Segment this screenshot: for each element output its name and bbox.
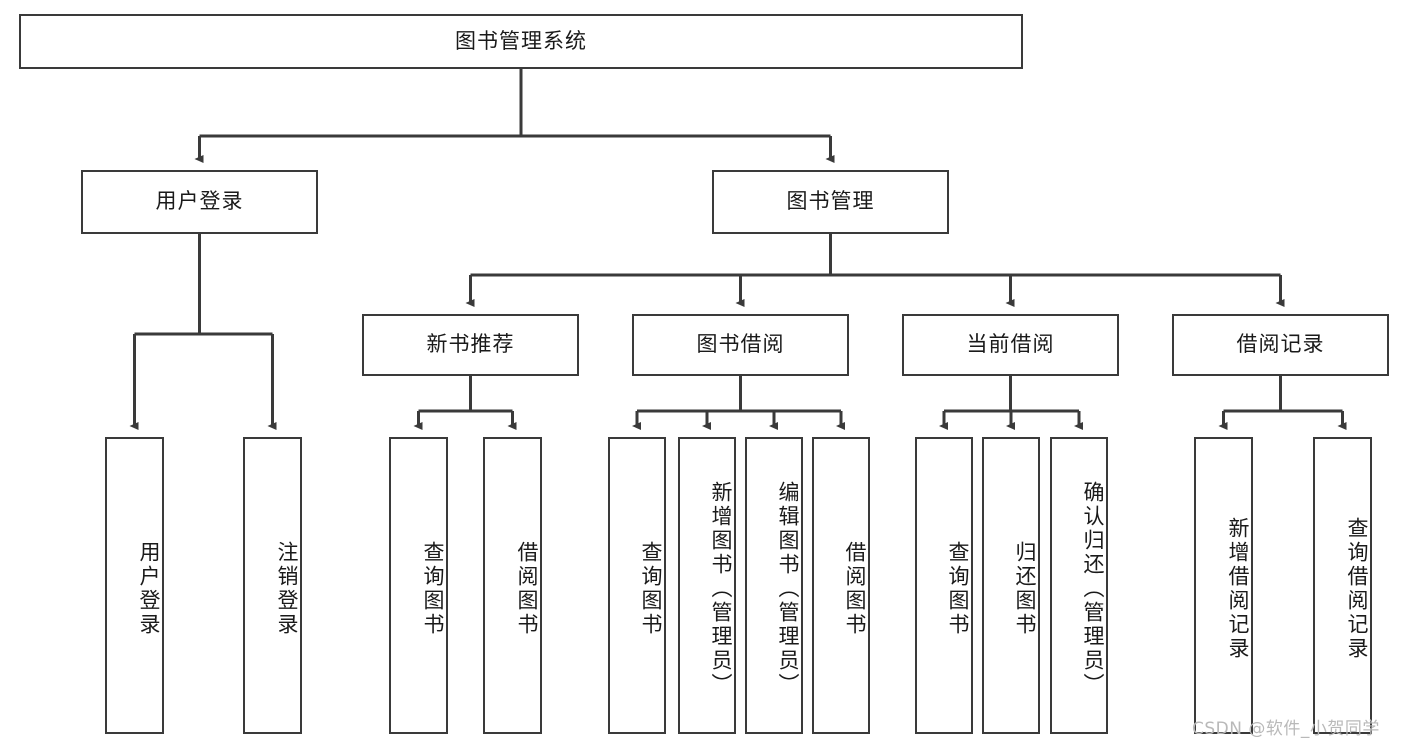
- node-label: 新增借阅记录: [1226, 516, 1250, 661]
- node-label: 查询图书: [639, 540, 663, 637]
- node-root[interactable]: 图书管理系统: [19, 14, 1023, 69]
- node-leaf-0[interactable]: 用户登录: [105, 437, 164, 734]
- node-label: 借阅图书: [843, 540, 867, 637]
- node-label: 编辑图书（管理员）: [776, 480, 800, 697]
- node-leaf-9[interactable]: 归还图书: [982, 437, 1040, 734]
- node-leaf-8[interactable]: 查询图书: [915, 437, 973, 734]
- node-leaf-1[interactable]: 注销登录: [243, 437, 302, 734]
- node-leaf-10[interactable]: 确认归还（管理员）: [1050, 437, 1108, 734]
- node-leaf-11[interactable]: 新增借阅记录: [1194, 437, 1253, 734]
- node-leaf-2[interactable]: 查询图书: [389, 437, 448, 734]
- node-label: 查询借阅记录: [1345, 516, 1369, 661]
- node-label: 借阅图书: [515, 540, 539, 637]
- node-label: 新书推荐: [426, 332, 515, 357]
- node-leaf-12[interactable]: 查询借阅记录: [1313, 437, 1372, 734]
- node-level2-0[interactable]: 用户登录: [81, 170, 318, 234]
- csdn-watermark: CSDN @软件_小贺同学: [1192, 719, 1380, 739]
- node-label: 归还图书: [1013, 540, 1037, 637]
- node-leaf-6[interactable]: 编辑图书（管理员）: [745, 437, 803, 734]
- node-label: 查询图书: [421, 540, 445, 637]
- node-leaf-4[interactable]: 查询图书: [608, 437, 666, 734]
- node-label: 图书管理系统: [455, 28, 587, 53]
- node-label: 确认归还（管理员）: [1081, 480, 1105, 697]
- node-label: 注销登录: [275, 540, 299, 637]
- node-leaf-5[interactable]: 新增图书（管理员）: [678, 437, 736, 734]
- node-label: 图书管理: [786, 189, 875, 214]
- node-label: 用户登录: [137, 540, 161, 637]
- node-label: 当前借阅: [966, 332, 1055, 357]
- node-label: 用户登录: [155, 189, 244, 214]
- node-label: 新增图书（管理员）: [709, 480, 733, 697]
- node-leaf-3[interactable]: 借阅图书: [483, 437, 542, 734]
- node-label: 查询图书: [946, 540, 970, 637]
- node-level3-2[interactable]: 当前借阅: [902, 314, 1119, 376]
- node-leaf-7[interactable]: 借阅图书: [812, 437, 870, 734]
- node-level2-1[interactable]: 图书管理: [712, 170, 949, 234]
- node-label: 图书借阅: [696, 332, 785, 357]
- node-label: 借阅记录: [1236, 332, 1325, 357]
- node-level3-1[interactable]: 图书借阅: [632, 314, 849, 376]
- node-level3-3[interactable]: 借阅记录: [1172, 314, 1389, 376]
- node-level3-0[interactable]: 新书推荐: [362, 314, 579, 376]
